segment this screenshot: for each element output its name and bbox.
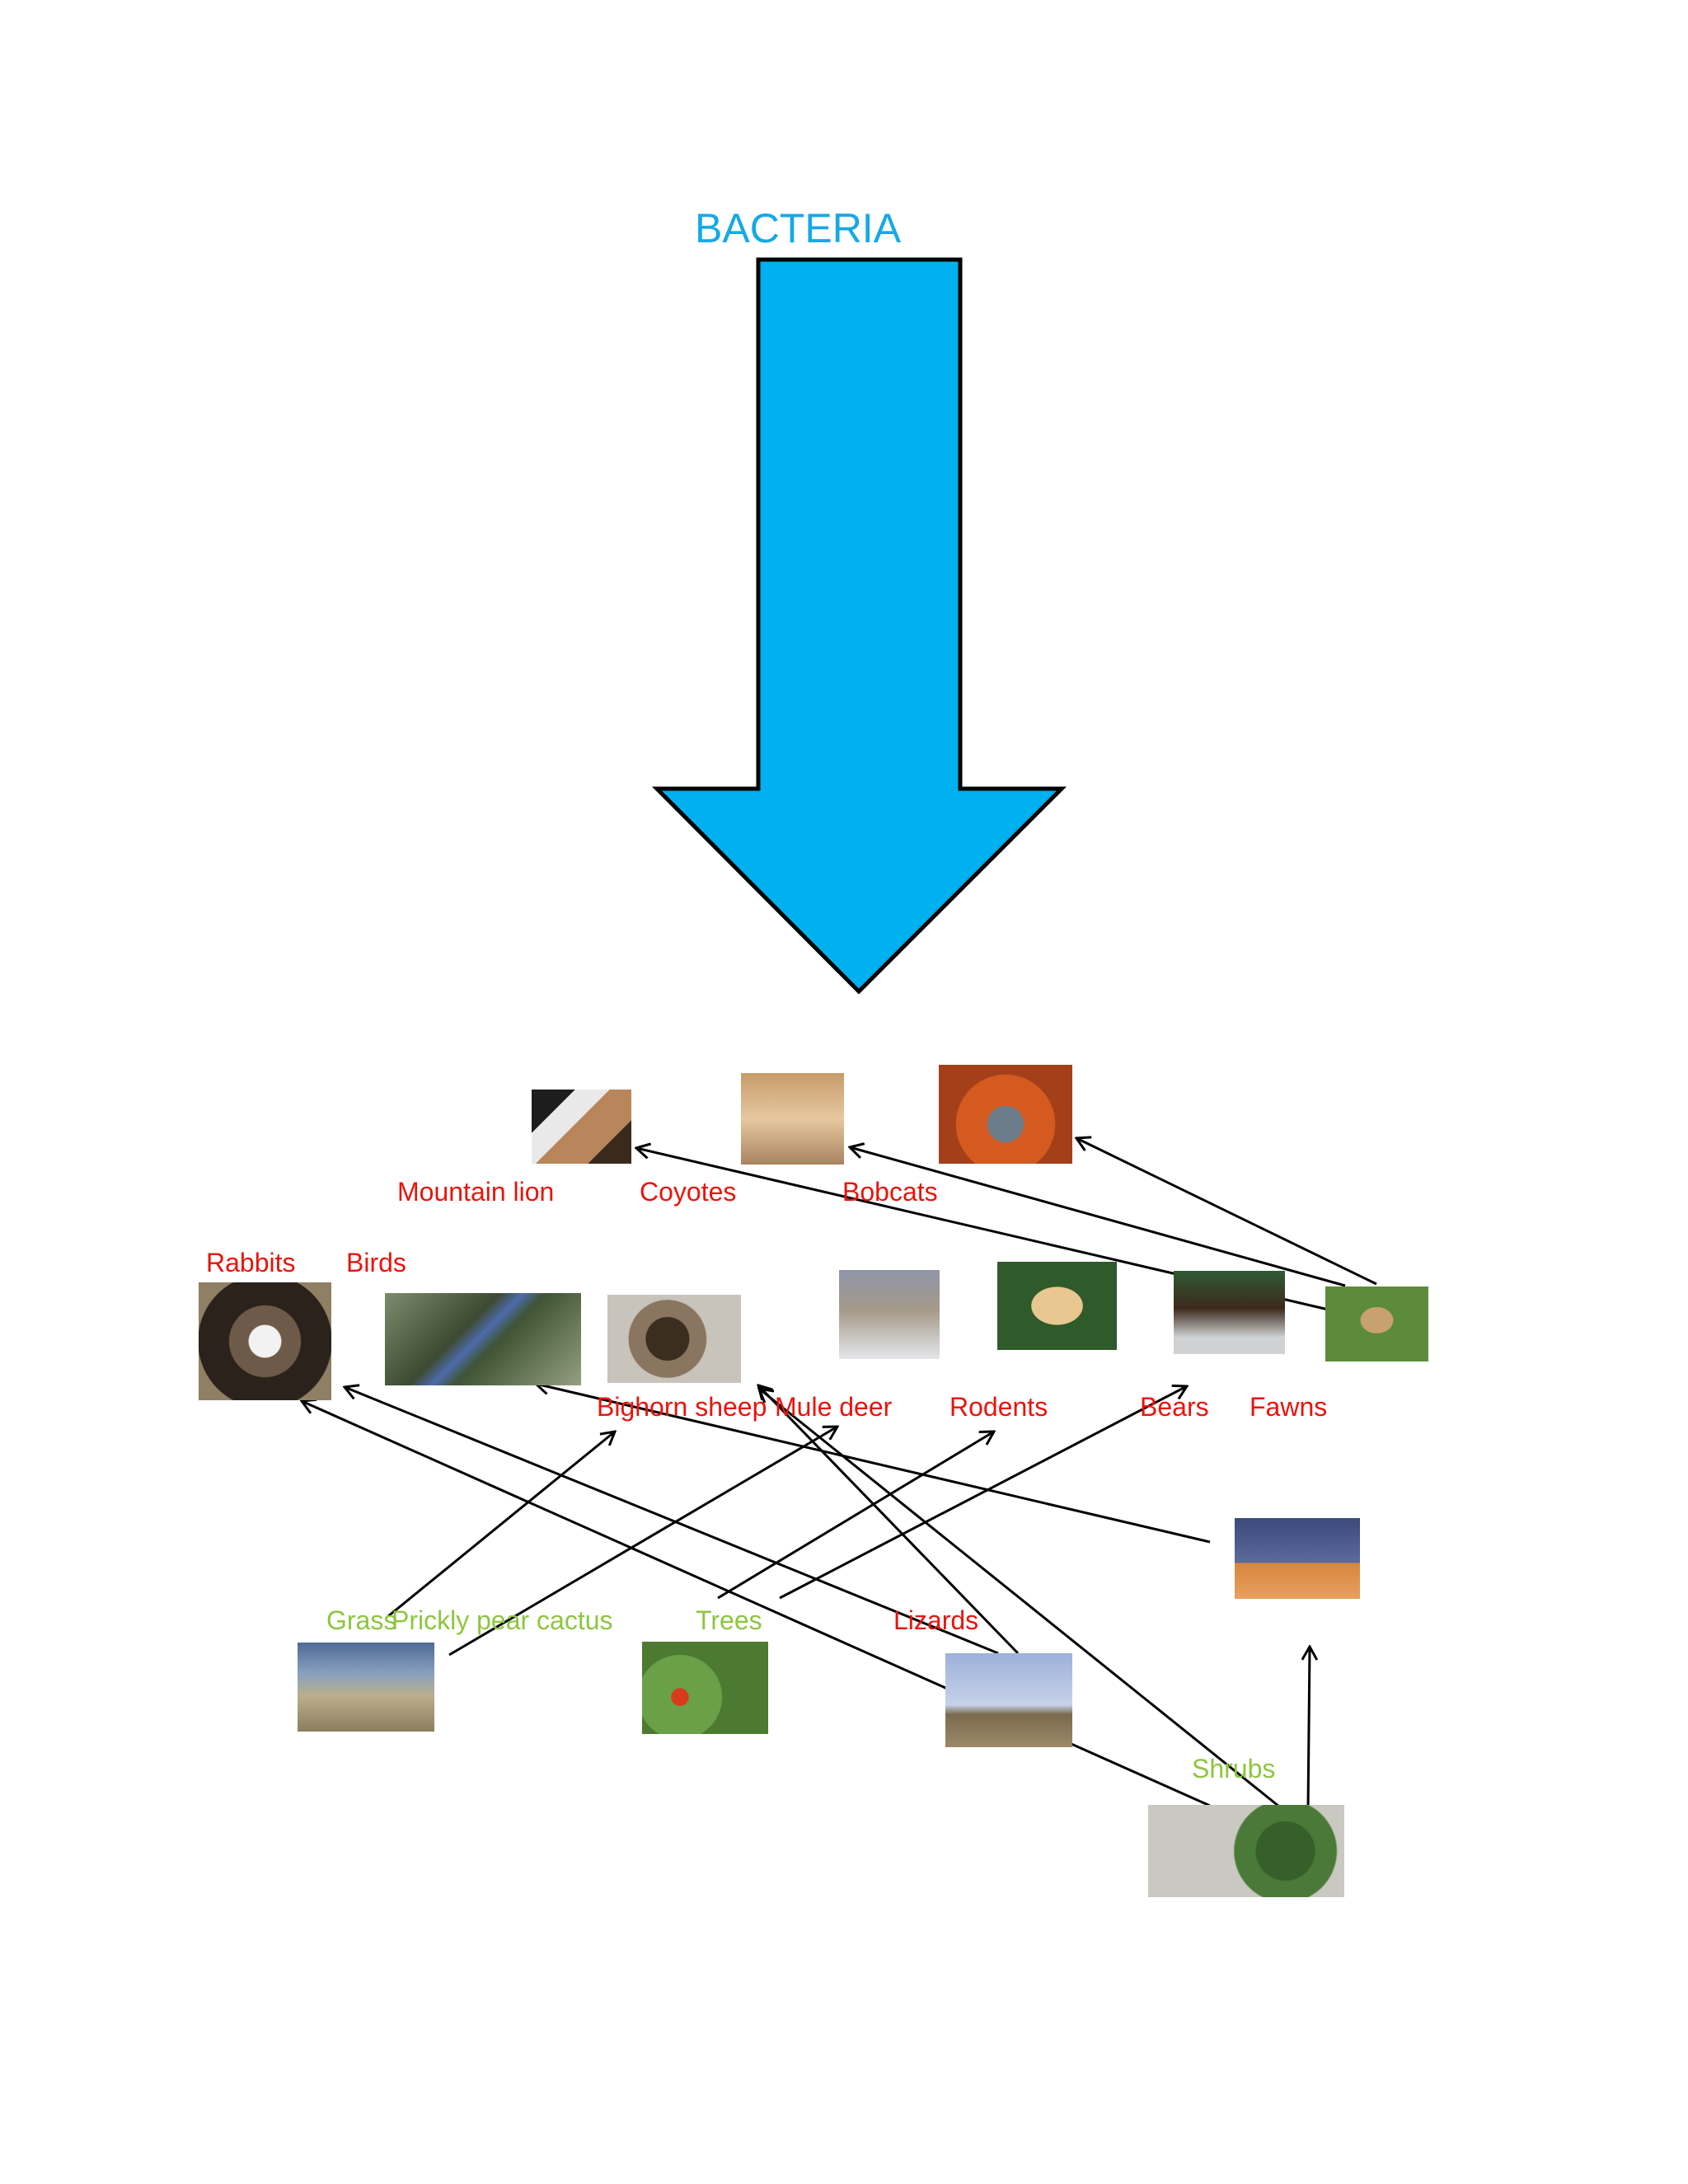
fawn-photo	[1325, 1286, 1428, 1361]
bacteria-title: BACTERIA	[695, 205, 902, 251]
label-grass: Grass	[326, 1605, 397, 1635]
bighorn-sheep-photo	[607, 1295, 741, 1383]
arrow-trees-to-bears	[779, 1386, 1187, 1600]
arrow-lizards-to-bighorn-sheep	[758, 1385, 1020, 1655]
label-bobcats: Bobcats	[842, 1177, 938, 1207]
bear-photo	[1174, 1271, 1285, 1354]
prickly-pear-cactus-photo	[642, 1642, 768, 1734]
mountain-lion-photo	[532, 1090, 631, 1164]
label-bears: Bears	[1140, 1392, 1209, 1422]
label-fawns: Fawns	[1250, 1392, 1328, 1422]
label-shrubs: Shrubs	[1192, 1754, 1276, 1783]
arrow-grass-to-mule-deer	[448, 1427, 837, 1657]
arrow-fawns-to-coyotes	[850, 1147, 1346, 1287]
label-rabbits: Rabbits	[206, 1248, 296, 1277]
shrubs-photo	[1148, 1805, 1344, 1897]
arrow-shrubs-to-bighorn-sheep	[759, 1389, 1288, 1815]
lizard-photo	[1235, 1518, 1360, 1599]
grass-photo	[298, 1643, 434, 1732]
arrow-fawns-to-bobcats	[1076, 1138, 1377, 1286]
bird-photo	[385, 1293, 581, 1385]
label-prickly-pear-cactus: Prickly pear cactus	[392, 1605, 613, 1635]
label-mountain-lion: Mountain lion	[397, 1177, 555, 1207]
label-lizards: Lizards	[893, 1605, 979, 1635]
arrow-trees-to-rodents	[717, 1432, 994, 1600]
arrow-lizards-to-birds	[536, 1384, 1211, 1544]
label-coyotes: Coyotes	[640, 1177, 737, 1207]
mule-deer-photo	[839, 1270, 940, 1359]
label-bighorn-sheep: Bighorn sheep	[597, 1392, 767, 1422]
arrow-shrubs-to-lizards	[1308, 1647, 1310, 1811]
tree-photo	[945, 1653, 1072, 1747]
rabbit-photo	[199, 1282, 331, 1400]
big-down-arrow	[651, 257, 1067, 995]
label-birds: Birds	[346, 1248, 406, 1277]
label-trees: Trees	[696, 1605, 762, 1635]
bobcat-photo	[939, 1065, 1072, 1164]
label-rodents: Rodents	[950, 1392, 1048, 1422]
arrow-shrubs-to-rabbits	[302, 1401, 1211, 1807]
arrow-grass-to-bighorn-sheep	[387, 1432, 615, 1618]
arrow-lizards-to-rabbits	[345, 1387, 999, 1655]
rodent-photo	[997, 1262, 1117, 1350]
label-mule-deer: Mule deer	[775, 1392, 893, 1422]
coyote-photo	[741, 1073, 844, 1165]
